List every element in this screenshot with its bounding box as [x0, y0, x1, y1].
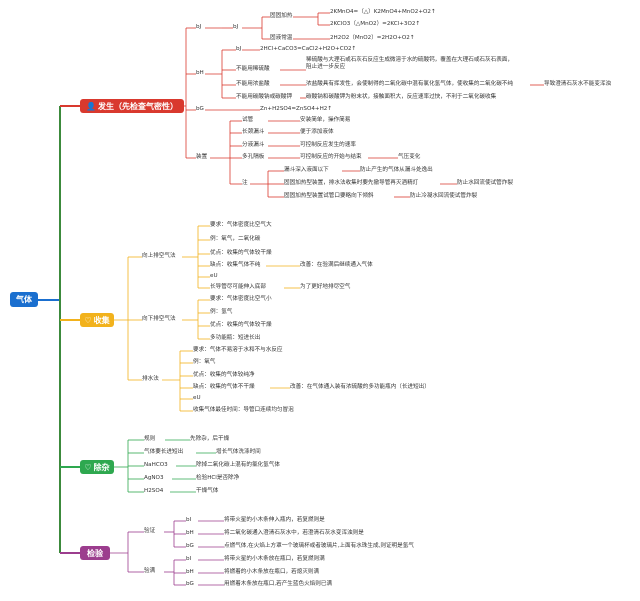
node-i3[interactable]: NaHCO3	[144, 462, 168, 468]
node-j1[interactable]: bI	[186, 517, 192, 523]
node-i3a[interactable]: 除掉二氧化碳上混有的氯化氢气体	[196, 462, 280, 468]
node-e3[interactable]: 分液漏斗	[242, 142, 265, 148]
node-j0[interactable]: 验证	[144, 528, 156, 534]
person-icon: 👤	[86, 101, 96, 111]
node-i2[interactable]: 气体要长进短出	[144, 449, 184, 455]
node-j3a[interactable]: 点燃气体,在火焰上方罩一个玻璃杯或者玻璃片,上面有水珠生成,则证明是氢气	[224, 543, 414, 549]
node-i1[interactable]: 规则	[144, 436, 156, 442]
node-c3[interactable]: 不能用浓盐酸	[236, 81, 270, 87]
node-e1a[interactable]: 安装简单，操作简易	[300, 117, 351, 123]
node-i2a[interactable]: 增长气体洗涤时间	[216, 449, 261, 455]
node-j2a[interactable]: 将二氧化碳通入澄清石灰水中，若澄清石灰水变浑浊则是	[224, 530, 364, 536]
node-f4a[interactable]: 改善：在验满后继续通入气体	[300, 262, 373, 268]
node-k2a[interactable]: 将燃着的小木条放在瓶口，若熄灭则满	[224, 569, 320, 575]
node-e5c1[interactable]: 防止冷凝水回流使试管炸裂	[410, 193, 478, 199]
node-g3[interactable]: 优点：收集的气体较干燥	[210, 322, 272, 328]
node-c3b[interactable]: 导致澄清石灰水不能变浑浊	[544, 81, 612, 87]
node-c3a[interactable]: 浓盐酸具有挥发性，会使制得的二氧化碳中混有氯化氢气体，使收集的二氧化碳不纯	[306, 81, 513, 87]
node-h4a[interactable]: 改善：在气体通入装有浓硫酸的多功能瓶内（长进短出）	[290, 384, 430, 390]
node-e4b[interactable]: 气压变化	[398, 154, 421, 160]
node-f5[interactable]: eU	[210, 273, 218, 279]
node-f0[interactable]: 向上排空气法	[142, 253, 176, 259]
node-e5a[interactable]: 漏斗深入液面以下	[284, 167, 329, 173]
node-h0[interactable]: 排水法	[142, 376, 159, 382]
node-e5a1[interactable]: 防止产生的气体从漏斗处逸出	[360, 167, 433, 173]
node-a2[interactable]: 固液常温	[270, 35, 293, 41]
branch-testing-label: 检验	[87, 548, 103, 558]
heart-icon: ♡	[84, 315, 92, 325]
node-e1[interactable]: 试管	[242, 117, 254, 123]
node-bH[interactable]: bH	[196, 70, 204, 76]
node-e5[interactable]: 注	[242, 180, 248, 186]
node-j2[interactable]: bH	[186, 530, 194, 536]
node-k3a[interactable]: 用燃着木条放在瓶口,若产生蓝色火焰则已满	[224, 581, 333, 587]
node-c4[interactable]: 不能用碳酸钠或碳酸钾	[236, 94, 292, 100]
node-e0[interactable]: 装置	[196, 154, 208, 160]
node-k1[interactable]: bI	[186, 556, 192, 562]
node-e2a[interactable]: 便于添加液体	[300, 129, 334, 135]
node-j3[interactable]: bG	[186, 543, 194, 549]
node-h1[interactable]: 要求：气体不易溶于水和不与水反应	[193, 347, 283, 353]
node-g1[interactable]: 要求：气体密度比空气小	[210, 296, 272, 302]
branch-collection[interactable]: ♡收集	[80, 313, 114, 327]
node-e5c[interactable]: 固固加热型装置试管口要略向下倾斜	[284, 193, 374, 199]
node-g4[interactable]: 多功能瓶：短进长出	[210, 335, 261, 341]
node-bG[interactable]: bG	[196, 106, 204, 112]
node-f6[interactable]: 长导管尽可能伸入底部	[210, 284, 266, 290]
node-b1a[interactable]: bJ	[196, 24, 202, 30]
node-h2[interactable]: 例：氧气	[193, 359, 216, 365]
node-c4a[interactable]: 碳酸钠和碳酸钾为粉末状，接触面积大，反应速率过快，不利于二氧化碳收集	[306, 94, 497, 100]
node-h4[interactable]: 缺点：收集的气体不干燥	[193, 384, 255, 390]
node-a1[interactable]: 固固加热	[270, 13, 293, 19]
node-j1a[interactable]: 将带火星的小木条伸入瓶内，若复燃则是	[224, 517, 325, 523]
node-k2[interactable]: bH	[186, 569, 194, 575]
node-a2a[interactable]: 2H2O2（MnO2）=2H2O+O2↑	[330, 35, 415, 41]
node-e5b1[interactable]: 防止水回流使试管炸裂	[457, 180, 513, 186]
node-e4[interactable]: 多孔隔板	[242, 154, 265, 160]
node-i5[interactable]: H2SO4	[144, 488, 164, 494]
node-f1[interactable]: 要求：气体密度比空气大	[210, 222, 272, 228]
heart-icon: ♡	[84, 462, 92, 472]
node-f2[interactable]: 例：氧气，二氧化碳	[210, 236, 261, 242]
root-node[interactable]: 气体	[10, 292, 38, 307]
node-i4[interactable]: AgNO3	[144, 475, 164, 481]
node-h3[interactable]: 优点：收集的气体较纯净	[193, 372, 255, 378]
node-c2[interactable]: 不能用稀硫酸	[236, 66, 270, 72]
branch-collection-label: 收集	[93, 315, 110, 325]
node-g0[interactable]: 向下排空气法	[142, 316, 176, 322]
node-g2[interactable]: 例：氢气	[210, 309, 233, 315]
branch-generation[interactable]: 👤发生（先检查气密性）	[80, 99, 184, 113]
node-i4a[interactable]: 检验HCl是否除净	[196, 475, 240, 481]
node-f4[interactable]: 缺点：收集气体不纯	[210, 262, 261, 268]
node-h6[interactable]: 收集气体最佳时间：导管口连续均匀冒泡	[193, 407, 294, 413]
node-i1a[interactable]: 先除杂，后干燥	[190, 436, 230, 442]
node-e3a[interactable]: 可控制反应发生的速率	[300, 142, 356, 148]
node-f3[interactable]: 优点：收集的气体较干燥	[210, 250, 272, 256]
branch-generation-label: 发生（先检查气密性）	[97, 101, 178, 111]
node-e2[interactable]: 长颈漏斗	[242, 129, 265, 135]
node-c2a[interactable]: 稀硫酸与大理石或石灰石反应生成微溶于水的硫酸钙，覆盖在大理石或石灰石表面，阻止进…	[306, 57, 513, 70]
node-f6a[interactable]: 为了更好地排尽空气	[300, 284, 351, 290]
node-k3[interactable]: bG	[186, 581, 194, 587]
node-c1[interactable]: 2HCl+CaCO3=CaCl2+H2O+CO2↑	[260, 46, 357, 52]
branch-purification[interactable]: ♡除杂	[80, 460, 114, 474]
node-bJ2[interactable]: bJ	[236, 46, 242, 52]
branch-purification-label: 除杂	[93, 462, 110, 472]
node-b1b[interactable]: bJ	[233, 24, 239, 30]
node-k0[interactable]: 验满	[144, 568, 156, 574]
node-h5[interactable]: eU	[193, 395, 201, 401]
node-a1b[interactable]: 2KClO3（△MnO2）=2KCl+3O2↑	[330, 21, 421, 27]
node-a1a[interactable]: 2KMnO4=（△）K2MnO4+MnO2+O2↑	[330, 9, 436, 15]
node-e4a[interactable]: 可控制反应的开始与结束	[300, 154, 362, 160]
branch-testing[interactable]: 检验	[80, 546, 110, 560]
node-i5a[interactable]: 干燥气体	[196, 488, 219, 494]
root-label: 气体	[16, 295, 32, 304]
node-d1[interactable]: Zn+H2SO4=ZnSO4+H2↑	[260, 106, 333, 112]
node-e5b[interactable]: 固固加热型装置，排水法收集时要先撤导管再灭酒精灯	[284, 180, 419, 186]
node-k1a[interactable]: 将带火星的小木条放在瓶口，若复燃则满	[224, 556, 325, 562]
